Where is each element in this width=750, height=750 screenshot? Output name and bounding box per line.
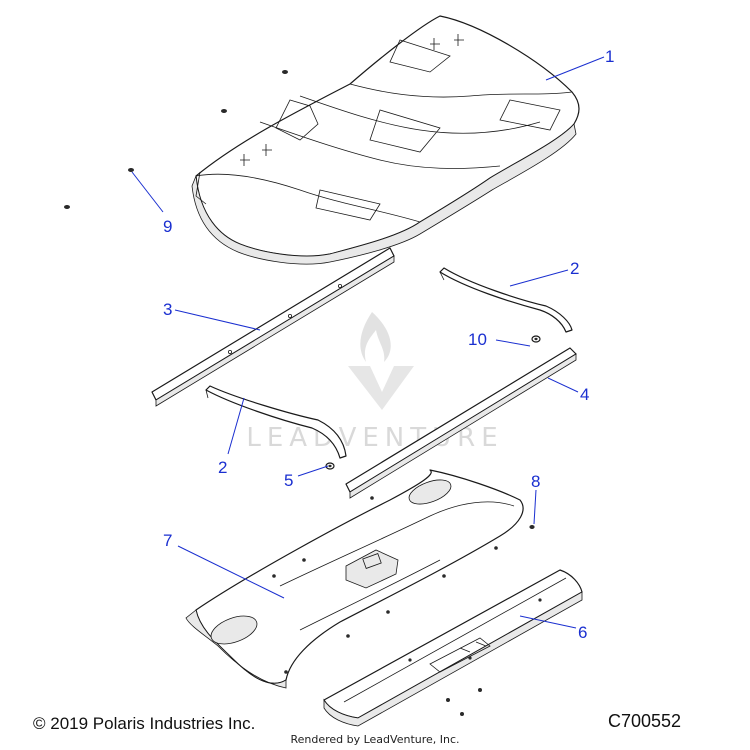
watermark-logo: LEADVENTURE [246, 312, 498, 453]
rendered-by-text: Rendered by LeadVenture, Inc. [290, 733, 460, 746]
headliner-part-7 [185, 469, 524, 689]
side-rail-part-3 [151, 247, 395, 407]
fasteners-9 [64, 70, 288, 209]
callout-7: 7 [163, 531, 172, 550]
callout-1: 1 [605, 47, 614, 66]
callout-10: 10 [468, 330, 487, 349]
callout-9: 9 [163, 217, 172, 236]
fastener-part-10 [531, 335, 541, 343]
callout-5: 5 [284, 471, 293, 490]
callout-3: 3 [163, 300, 172, 319]
fastener-part-8 [529, 525, 535, 529]
diagram-code: C700552 [608, 711, 682, 731]
callout-2-lower: 2 [218, 458, 227, 477]
trim-part-2-upper [439, 267, 573, 333]
panel-part-6 [323, 569, 583, 727]
leader-lines [131, 56, 605, 629]
copyright-text: © 2019 Polaris Industries Inc. [33, 714, 256, 733]
fastener-part-5 [325, 462, 335, 470]
callout-labels: 1 2 3 10 4 2 5 8 7 6 9 [163, 47, 614, 642]
trim-part-2-lower [205, 385, 347, 459]
strip-part-4 [345, 347, 577, 499]
callout-6: 6 [578, 623, 587, 642]
callout-2-upper: 2 [570, 259, 579, 278]
callout-8: 8 [531, 472, 540, 491]
roof-part [191, 15, 580, 265]
callout-4: 4 [580, 385, 589, 404]
